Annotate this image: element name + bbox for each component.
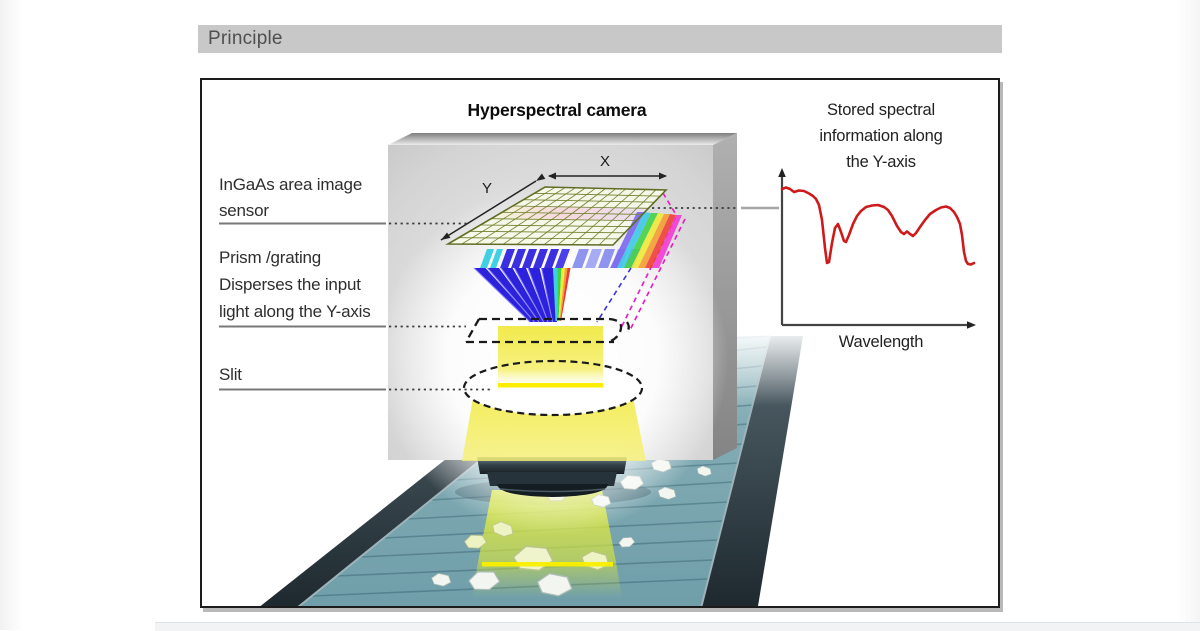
- wavelength-label: Wavelength: [839, 333, 924, 351]
- blue-slab-fan: [473, 267, 557, 323]
- slit-label: Slit: [219, 365, 242, 384]
- page-left-margin: [0, 0, 24, 630]
- camera-title: Hyperspectral camera: [468, 100, 647, 120]
- graph-caption-line3: the Y-axis: [846, 153, 916, 171]
- next-section-edge: [155, 622, 1200, 631]
- wavelength-axis: [778, 168, 976, 329]
- section-title: Principle: [208, 28, 283, 49]
- x-axis-arrow: [548, 172, 667, 180]
- sensor-label-line1: InGaAs area image: [219, 175, 362, 194]
- page-right-margin: [1176, 0, 1200, 630]
- diagram-panel: X Y Hyperspectral camera InGaAs area ima…: [200, 78, 1000, 608]
- slit-line: [498, 383, 603, 388]
- prism-outline: [464, 317, 630, 344]
- section-header: Principle: [198, 25, 1002, 53]
- prism-label-line3: light along the Y-axis: [219, 302, 371, 321]
- sensor-label-line2: sensor: [219, 201, 269, 220]
- hyperspectral-diagram: X Y Hyperspectral camera InGaAs area ima…: [219, 100, 976, 606]
- graph-caption-line1: Stored spectral: [827, 101, 935, 119]
- lens-ellipse: [462, 359, 644, 417]
- scan-line: [482, 562, 613, 567]
- sensor-grid: [445, 186, 682, 268]
- y-axis-arrow: [440, 173, 546, 241]
- lens-barrel: [477, 457, 627, 497]
- label-lines: [219, 206, 779, 391]
- sensor-x-label: X: [600, 153, 610, 170]
- dispersed-light-fan: [473, 192, 686, 333]
- light-beam: [498, 326, 603, 384]
- internal-light-cone: [462, 398, 646, 461]
- spectral-curve: [780, 186, 976, 266]
- graph-caption-line2: information along: [819, 127, 942, 145]
- spectral-graph: Stored spectral information along the Y-…: [778, 101, 976, 351]
- sensor-y-label: Y: [482, 180, 492, 197]
- prism-label-line1: Prism /grating: [219, 248, 321, 267]
- rainbow-wedges: [553, 268, 571, 321]
- prism-label-line2: Disperses the input: [219, 275, 361, 294]
- rainbow-on-sensor: [610, 212, 682, 268]
